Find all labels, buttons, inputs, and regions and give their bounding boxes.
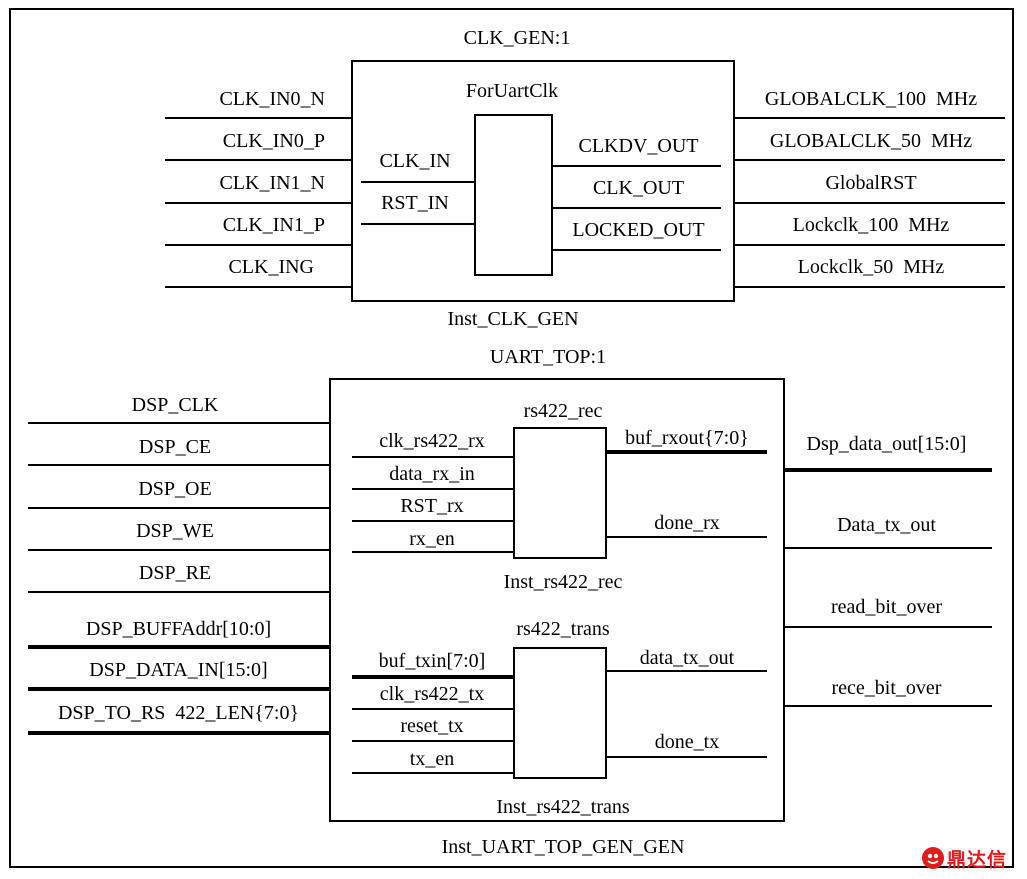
core-output-label: CLK_OUT bbox=[592, 177, 685, 199]
uart-input-wire bbox=[28, 591, 329, 593]
clk-gen-title: CLK_GEN:1 bbox=[463, 27, 571, 49]
uart-input-bus bbox=[28, 687, 329, 691]
core-input-label: RST_IN bbox=[381, 192, 449, 214]
rec-output-label: done_rx bbox=[654, 512, 720, 534]
clk-gen-output-wire bbox=[735, 202, 1005, 204]
trans-input-wire bbox=[352, 772, 513, 774]
trans-output-wire bbox=[607, 756, 767, 758]
uart-input-label: DSP_CLK bbox=[131, 394, 219, 416]
trans-input-label: clk_rs422_tx bbox=[379, 683, 485, 705]
diagram-frame bbox=[9, 8, 1014, 868]
rs422-trans-instance-name: Inst_rs422_trans bbox=[496, 796, 630, 818]
uart-input-wire bbox=[28, 549, 329, 551]
core-output-wire bbox=[553, 249, 721, 251]
clk-gen-input-wire bbox=[165, 202, 351, 204]
core-output-label: LOCKED_OUT bbox=[572, 219, 705, 241]
clk-gen-output-wire bbox=[735, 286, 1005, 288]
trans-output-wire bbox=[607, 670, 767, 672]
core-input-label: CLK_IN bbox=[379, 150, 451, 172]
uart-input-label: DSP_DATA_IN[15:0] bbox=[89, 659, 268, 681]
rec-output-wire bbox=[607, 536, 767, 538]
clk-gen-input-wire bbox=[165, 244, 351, 246]
trans-input-label: reset_tx bbox=[400, 715, 464, 737]
uart-output-label: read_bit_over bbox=[830, 596, 943, 618]
clk-gen-input-wire bbox=[165, 159, 351, 161]
uart-output-wire bbox=[785, 626, 992, 628]
trans-input-label: tx_en bbox=[409, 748, 455, 770]
rec-input-label: data_rx_in bbox=[389, 463, 475, 485]
uart-input-label: DSP_RE bbox=[138, 562, 212, 584]
uart-output-wire bbox=[785, 547, 992, 549]
clk-gen-input-wire bbox=[165, 286, 351, 288]
clk-gen-input-wire bbox=[165, 117, 351, 119]
rec-input-wire bbox=[352, 488, 513, 490]
rec-input-wire bbox=[352, 551, 513, 553]
uart-output-label: rece_bit_over bbox=[831, 677, 942, 699]
rec-input-wire bbox=[352, 520, 513, 522]
clk-gen-output-label: Lockclk_50 MHz bbox=[797, 256, 945, 278]
uart-output-wire bbox=[785, 705, 992, 707]
watermark-logo-icon bbox=[922, 847, 944, 869]
clk-gen-output-wire bbox=[735, 117, 1005, 119]
rs422-rec-name: rs422_rec bbox=[523, 400, 603, 422]
clk-gen-input-label: CLK_IN0_N bbox=[219, 88, 325, 110]
uart-output-bus bbox=[785, 468, 992, 472]
trans-input-bus bbox=[352, 675, 513, 679]
rs422-trans-block bbox=[513, 647, 607, 779]
uart-input-label: DSP_WE bbox=[136, 520, 214, 542]
core-output-wire bbox=[553, 165, 721, 167]
core-output-wire bbox=[553, 207, 721, 209]
uart-input-label: DSP_TO_RS 422_LEN{7:0} bbox=[57, 702, 300, 724]
clk-gen-input-label: CLK_ING bbox=[228, 256, 314, 278]
clk-gen-input-label: CLK_IN0_P bbox=[222, 130, 325, 152]
uart-input-label: DSP_OE bbox=[138, 478, 212, 500]
core-output-label: CLKDV_OUT bbox=[578, 135, 699, 157]
clk-gen-output-wire bbox=[735, 244, 1005, 246]
uart-output-label: Data_tx_out bbox=[837, 514, 936, 536]
rs422-rec-block bbox=[513, 427, 607, 559]
rec-output-label: buf_rxout{7:0} bbox=[625, 427, 749, 449]
uart-input-label: DSP_BUFFAddr[10:0] bbox=[85, 618, 272, 640]
clk-gen-output-label: GLOBALCLK_50 MHz bbox=[769, 130, 973, 152]
uart-top-instance-name: Inst_UART_TOP_GEN_GEN bbox=[441, 836, 685, 858]
clk-gen-output-label: GLOBALCLK_100 MHz bbox=[764, 88, 978, 110]
clk-gen-output-label: Lockclk_100 MHz bbox=[792, 214, 950, 236]
clk-gen-input-label: CLK_IN1_P bbox=[222, 214, 325, 236]
watermark: 鼎达信 bbox=[922, 845, 1007, 871]
core-input-wire bbox=[361, 223, 474, 225]
clk-gen-instance-name: Inst_CLK_GEN bbox=[447, 308, 579, 330]
uart-input-wire bbox=[28, 507, 329, 509]
rs422-trans-name: rs422_trans bbox=[516, 618, 610, 640]
rec-output-bus bbox=[607, 450, 767, 454]
rs422-rec-instance-name: Inst_rs422_rec bbox=[503, 571, 623, 593]
trans-output-label: done_tx bbox=[654, 731, 720, 753]
uart-input-bus bbox=[28, 731, 329, 735]
core-input-wire bbox=[361, 181, 474, 183]
watermark-text: 鼎达信 bbox=[947, 848, 1008, 871]
rec-input-label: clk_rs422_rx bbox=[379, 430, 485, 452]
uart-top-title: UART_TOP:1 bbox=[489, 346, 607, 368]
for-uart-clk-core bbox=[474, 114, 553, 276]
clk-gen-output-wire bbox=[735, 159, 1005, 161]
trans-output-label: data_tx_out bbox=[639, 647, 735, 669]
trans-input-wire bbox=[352, 708, 513, 710]
rec-input-label: RST_rx bbox=[400, 495, 464, 517]
trans-input-label: buf_txin[7:0] bbox=[378, 650, 486, 672]
uart-output-label: Dsp_data_out[15:0] bbox=[806, 433, 967, 455]
uart-input-wire bbox=[28, 464, 329, 466]
uart-input-bus bbox=[28, 645, 329, 649]
trans-input-wire bbox=[352, 740, 513, 742]
uart-input-wire bbox=[28, 422, 329, 424]
clk-gen-core-name: ForUartClk bbox=[465, 80, 559, 102]
uart-input-label: DSP_CE bbox=[138, 436, 212, 458]
clk-gen-input-label: CLK_IN1_N bbox=[219, 172, 325, 194]
rec-input-wire bbox=[352, 456, 513, 458]
rec-input-label: rx_en bbox=[409, 528, 455, 550]
clk-gen-output-label: GlobalRST bbox=[825, 172, 917, 194]
